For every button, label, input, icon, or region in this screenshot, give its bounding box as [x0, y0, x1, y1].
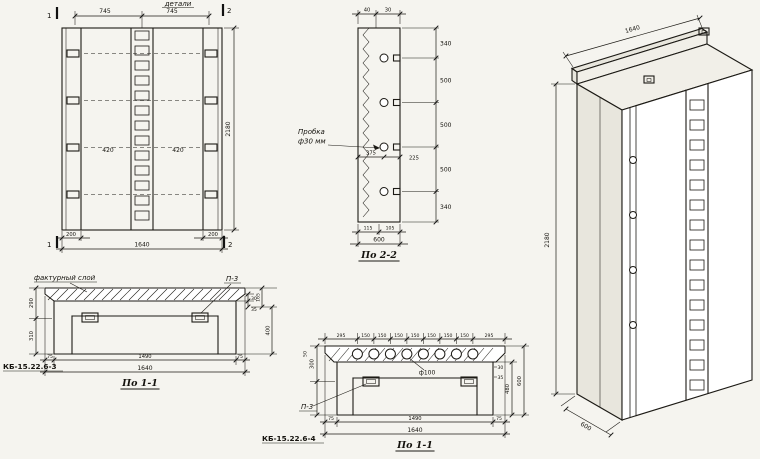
leader-arrow [373, 144, 380, 150]
dim-310: 310 [29, 331, 35, 341]
dim-400: 400 [266, 326, 272, 336]
f100-holes [351, 348, 479, 360]
dim-75-right: 75 [496, 416, 502, 422]
section-2-2-view: 40 30 340 500 500 500 340 375 225 Пробка… [298, 8, 452, 262]
section-1-1-left-view: фактурный слой П-3 290 310 30 35 165 400 [3, 274, 277, 390]
dim-35: 35 [498, 375, 504, 381]
iso-dim-600: 600 [579, 421, 593, 433]
dim-1490: 1490 [138, 354, 151, 360]
dim-340-top: 340 [440, 41, 452, 48]
dim-295-right: 295 [485, 333, 494, 339]
dim-150: 150 [411, 333, 420, 339]
finish-layer-zigzag [362, 27, 370, 218]
dim-745-right: 745 [166, 8, 178, 15]
dim-420-left: 420 [102, 147, 114, 154]
dim-375: 375 [366, 151, 376, 157]
section-1-1-title: По 1-1 [121, 378, 158, 389]
embed-plate [362, 376, 380, 387]
dim-300: 300 [310, 359, 316, 369]
embed-label: П-3 [226, 275, 238, 283]
iso-key-ladder [689, 99, 705, 391]
plug-callout-line2: ф30 мм [298, 138, 326, 146]
lifting-loop-icon [643, 75, 655, 84]
panel-elevation-view: 745 745 детали 2180 420 420 200 200 1640… [47, 0, 239, 253]
dim-35: 35 [251, 307, 257, 313]
embed-plate [191, 312, 209, 323]
section-1-1-right-view: ф100 295 150 150 150 150 150 150 150 295… [262, 333, 529, 452]
slab-end-face [571, 67, 578, 86]
dim-1640: 1640 [137, 365, 152, 372]
dim-150: 150 [378, 333, 387, 339]
dim-2180: 2180 [225, 121, 232, 136]
dim-295-left: 295 [337, 333, 346, 339]
dim-30: 30 [385, 8, 392, 14]
dim-340-bottom: 340 [440, 204, 452, 211]
dim-105: 105 [386, 226, 395, 232]
dim-150: 150 [427, 333, 436, 339]
dim-30: 30 [498, 365, 504, 371]
dim-500-2: 500 [440, 122, 452, 129]
dim-150: 150 [444, 333, 453, 339]
dim-150: 150 [394, 333, 403, 339]
finish-layer-label: фактурный слой [34, 274, 96, 282]
dim-745-left: 745 [99, 8, 111, 15]
dimension-ticks [33, 11, 703, 438]
dim-150: 150 [460, 333, 469, 339]
cut-mark-1-top: 1 [47, 12, 51, 20]
dim-150: 150 [361, 333, 370, 339]
section-1-1-title: По 1-1 [396, 440, 433, 451]
dim-40: 40 [364, 8, 371, 14]
block-front-face [621, 69, 753, 421]
dim-1640: 1640 [407, 427, 422, 434]
cut-mark-1-bottom: 1 [47, 241, 51, 249]
embed-marks [66, 49, 218, 199]
flange-hatch [47, 288, 240, 301]
dim-115: 115 [364, 226, 373, 232]
dim-165: 165 [256, 293, 262, 302]
dim-75-right: 75 [237, 354, 243, 360]
dim-480: 480 [505, 384, 511, 394]
finish-layer-flange [44, 287, 246, 302]
dim-75-left: 75 [328, 416, 334, 422]
dim-1490: 1490 [408, 416, 421, 422]
plug-callout-line1: Пробка [298, 128, 325, 136]
part-mark: КБ-15.22.6-4 [262, 434, 316, 443]
dim-600: 600 [517, 376, 523, 386]
part-mark: КБ-15.22.6-3 [3, 362, 57, 371]
dim-290: 290 [29, 298, 35, 308]
embed-plate [81, 312, 99, 323]
dim-75-left: 75 [47, 354, 53, 360]
iso-plug-holes [629, 156, 637, 329]
embed-label: П-3 [301, 403, 313, 411]
dim-30: 30 [251, 296, 257, 302]
section-2-2-title: По 2-2 [360, 250, 397, 261]
cut-mark-2-bottom: 2 [228, 241, 232, 249]
block-end-face [576, 83, 623, 421]
dim-420-right: 420 [172, 147, 184, 154]
cut-mark-2-top: 2 [227, 7, 231, 15]
joint-key-ladder [134, 30, 150, 221]
dim-500-3: 500 [440, 167, 452, 174]
isometric-view: 1640 2180 600 [544, 14, 754, 436]
hole-diameter-label: ф100 [419, 370, 436, 377]
lifting-loop-icon [698, 27, 710, 36]
dim-1640: 1640 [134, 242, 149, 249]
dim-200-right: 200 [208, 232, 218, 238]
iso-dim-2180: 2180 [544, 232, 551, 247]
dim-600: 600 [373, 237, 385, 244]
embed-plate [460, 376, 478, 387]
dim-225: 225 [409, 156, 419, 162]
dim-200-left: 200 [66, 232, 76, 238]
dim-500-1: 500 [440, 78, 452, 85]
dim-50: 50 [303, 351, 309, 357]
iso-dim-1640: 1640 [624, 24, 641, 35]
details-label: детали [164, 0, 192, 8]
plug-holes [379, 53, 401, 196]
